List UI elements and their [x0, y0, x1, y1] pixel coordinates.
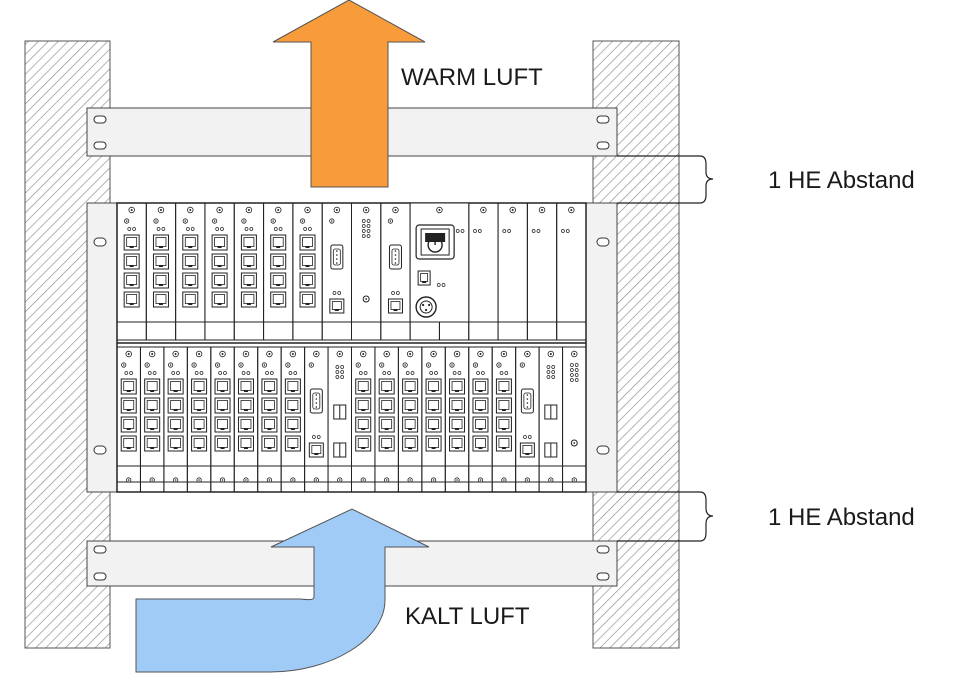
card-rj45 — [280, 346, 306, 493]
card-rj45 — [491, 346, 517, 493]
card-rj45 — [263, 202, 294, 341]
spacing-brace-bottom — [617, 491, 714, 542]
card-blank — [556, 202, 587, 341]
warm-air-label: WARM LUFT — [401, 64, 543, 91]
cold-air-label: KALT LUFT — [405, 603, 530, 630]
card-rj45 — [257, 346, 282, 493]
card-rj45 — [210, 346, 235, 493]
card-rj45 — [444, 346, 470, 493]
card-serial — [380, 202, 411, 341]
card-rj45 — [204, 202, 235, 341]
upper-card-row — [116, 202, 587, 341]
card-fiber — [538, 346, 564, 493]
card-serial — [304, 346, 329, 493]
spacing-label-top: 1 HE Abstand — [768, 167, 915, 194]
card-rj45 — [468, 346, 493, 493]
cold-air-arrow — [135, 508, 430, 673]
card-rj45 — [139, 346, 165, 493]
card-rj45 — [233, 346, 259, 493]
power-supply-module — [409, 202, 470, 323]
spacing-brace-top — [617, 155, 714, 204]
card-rj45 — [175, 202, 206, 341]
warm-air-arrow — [272, 0, 426, 188]
card-rj45 — [163, 346, 188, 493]
card-rj45 — [116, 202, 147, 341]
spacing-label-bottom: 1 HE Abstand — [768, 504, 915, 531]
card-rj45 — [374, 346, 399, 493]
chassis — [86, 202, 618, 493]
card-rj45 — [351, 346, 376, 493]
card-rj45 — [233, 202, 265, 341]
card-coax — [562, 346, 587, 493]
lower-card-row — [116, 342, 587, 493]
